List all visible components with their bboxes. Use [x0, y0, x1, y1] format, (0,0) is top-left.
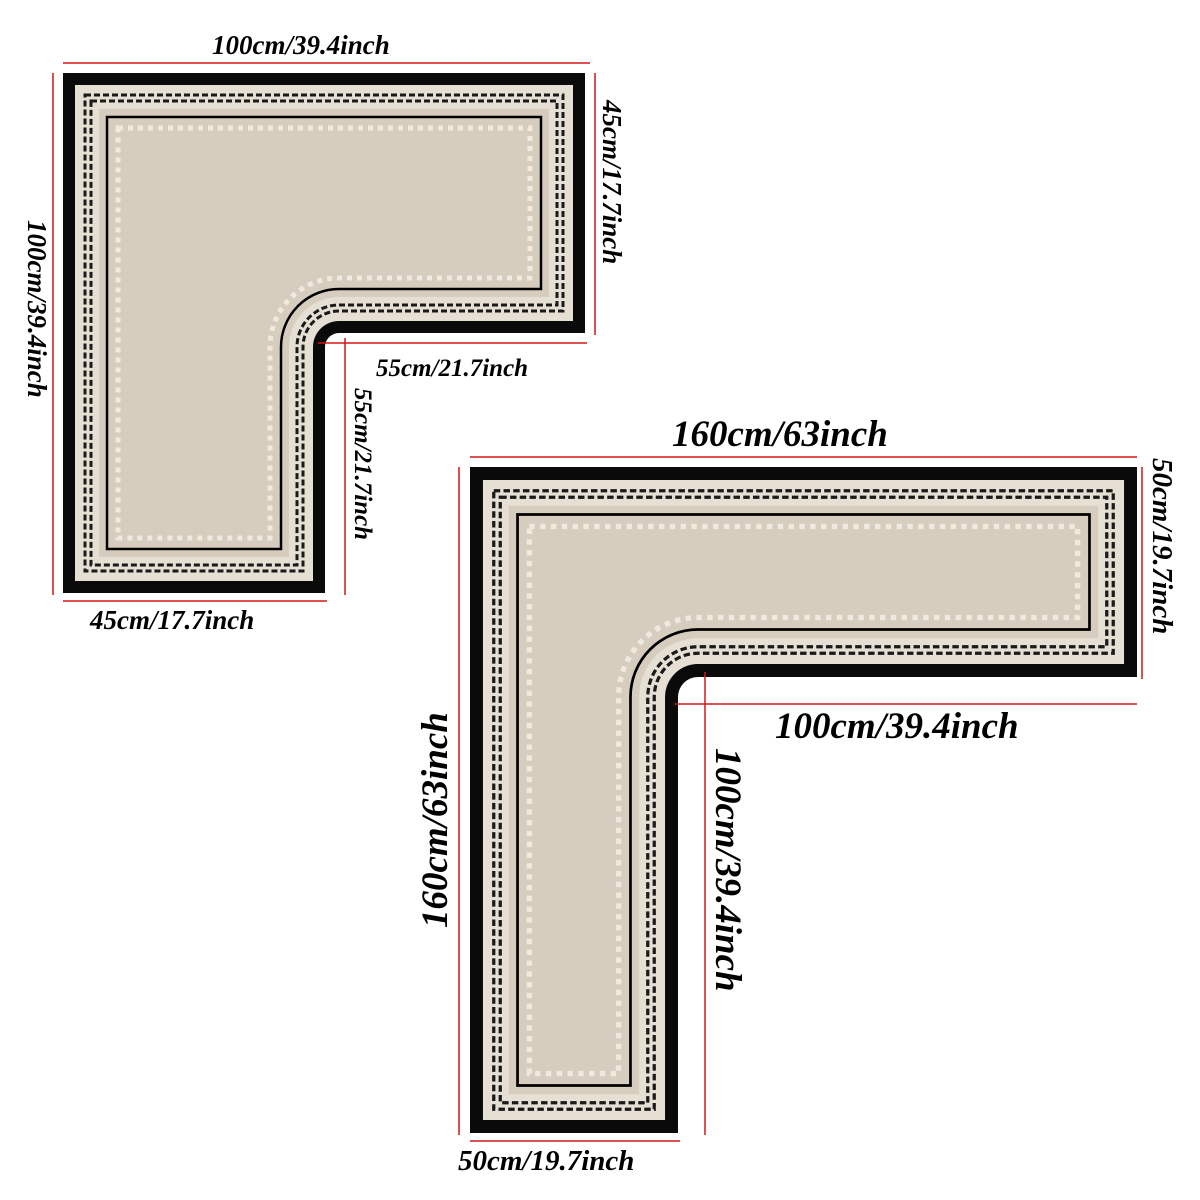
small-rug-dash-row-1 [83, 93, 565, 573]
small-rug-inner-black-line [105, 115, 543, 551]
large-rug-inner-black-line [516, 513, 1091, 1087]
small-bottom-width-label: 45cm/17.7inch [90, 605, 255, 635]
large-inner-horizontal-label: 100cm/39.4inch [775, 706, 1019, 747]
large-top-width-label: 160cm/63inch [672, 414, 888, 455]
small-rug-dotted-line [115, 125, 533, 541]
small-left-height-label: 100cm/39.4inch [22, 220, 52, 398]
large-rug-dash-row-1 [492, 489, 1115, 1111]
large-left-height-label: 160cm/63inch [415, 712, 456, 928]
large-bottom-width-label: 50cm/19.7inch [458, 1145, 635, 1177]
large-right-depth-label: 50cm/19.7inch [1146, 458, 1178, 635]
large-rug-field [508, 505, 1099, 1095]
small-rug-field [99, 109, 549, 557]
small-top-width-label: 100cm/39.4inch [212, 30, 390, 60]
large-rug-dotted-line [526, 523, 1081, 1077]
small-inner-horizontal-label: 55cm/21.7inch [376, 355, 529, 382]
small-inner-vertical-label: 55cm/21.7inch [349, 388, 376, 541]
small-rug-dash-row-2 [89, 99, 559, 567]
small-right-depth-label: 45cm/17.7inch [597, 100, 627, 265]
large-inner-vertical-label: 100cm/39.4inch [707, 748, 748, 992]
